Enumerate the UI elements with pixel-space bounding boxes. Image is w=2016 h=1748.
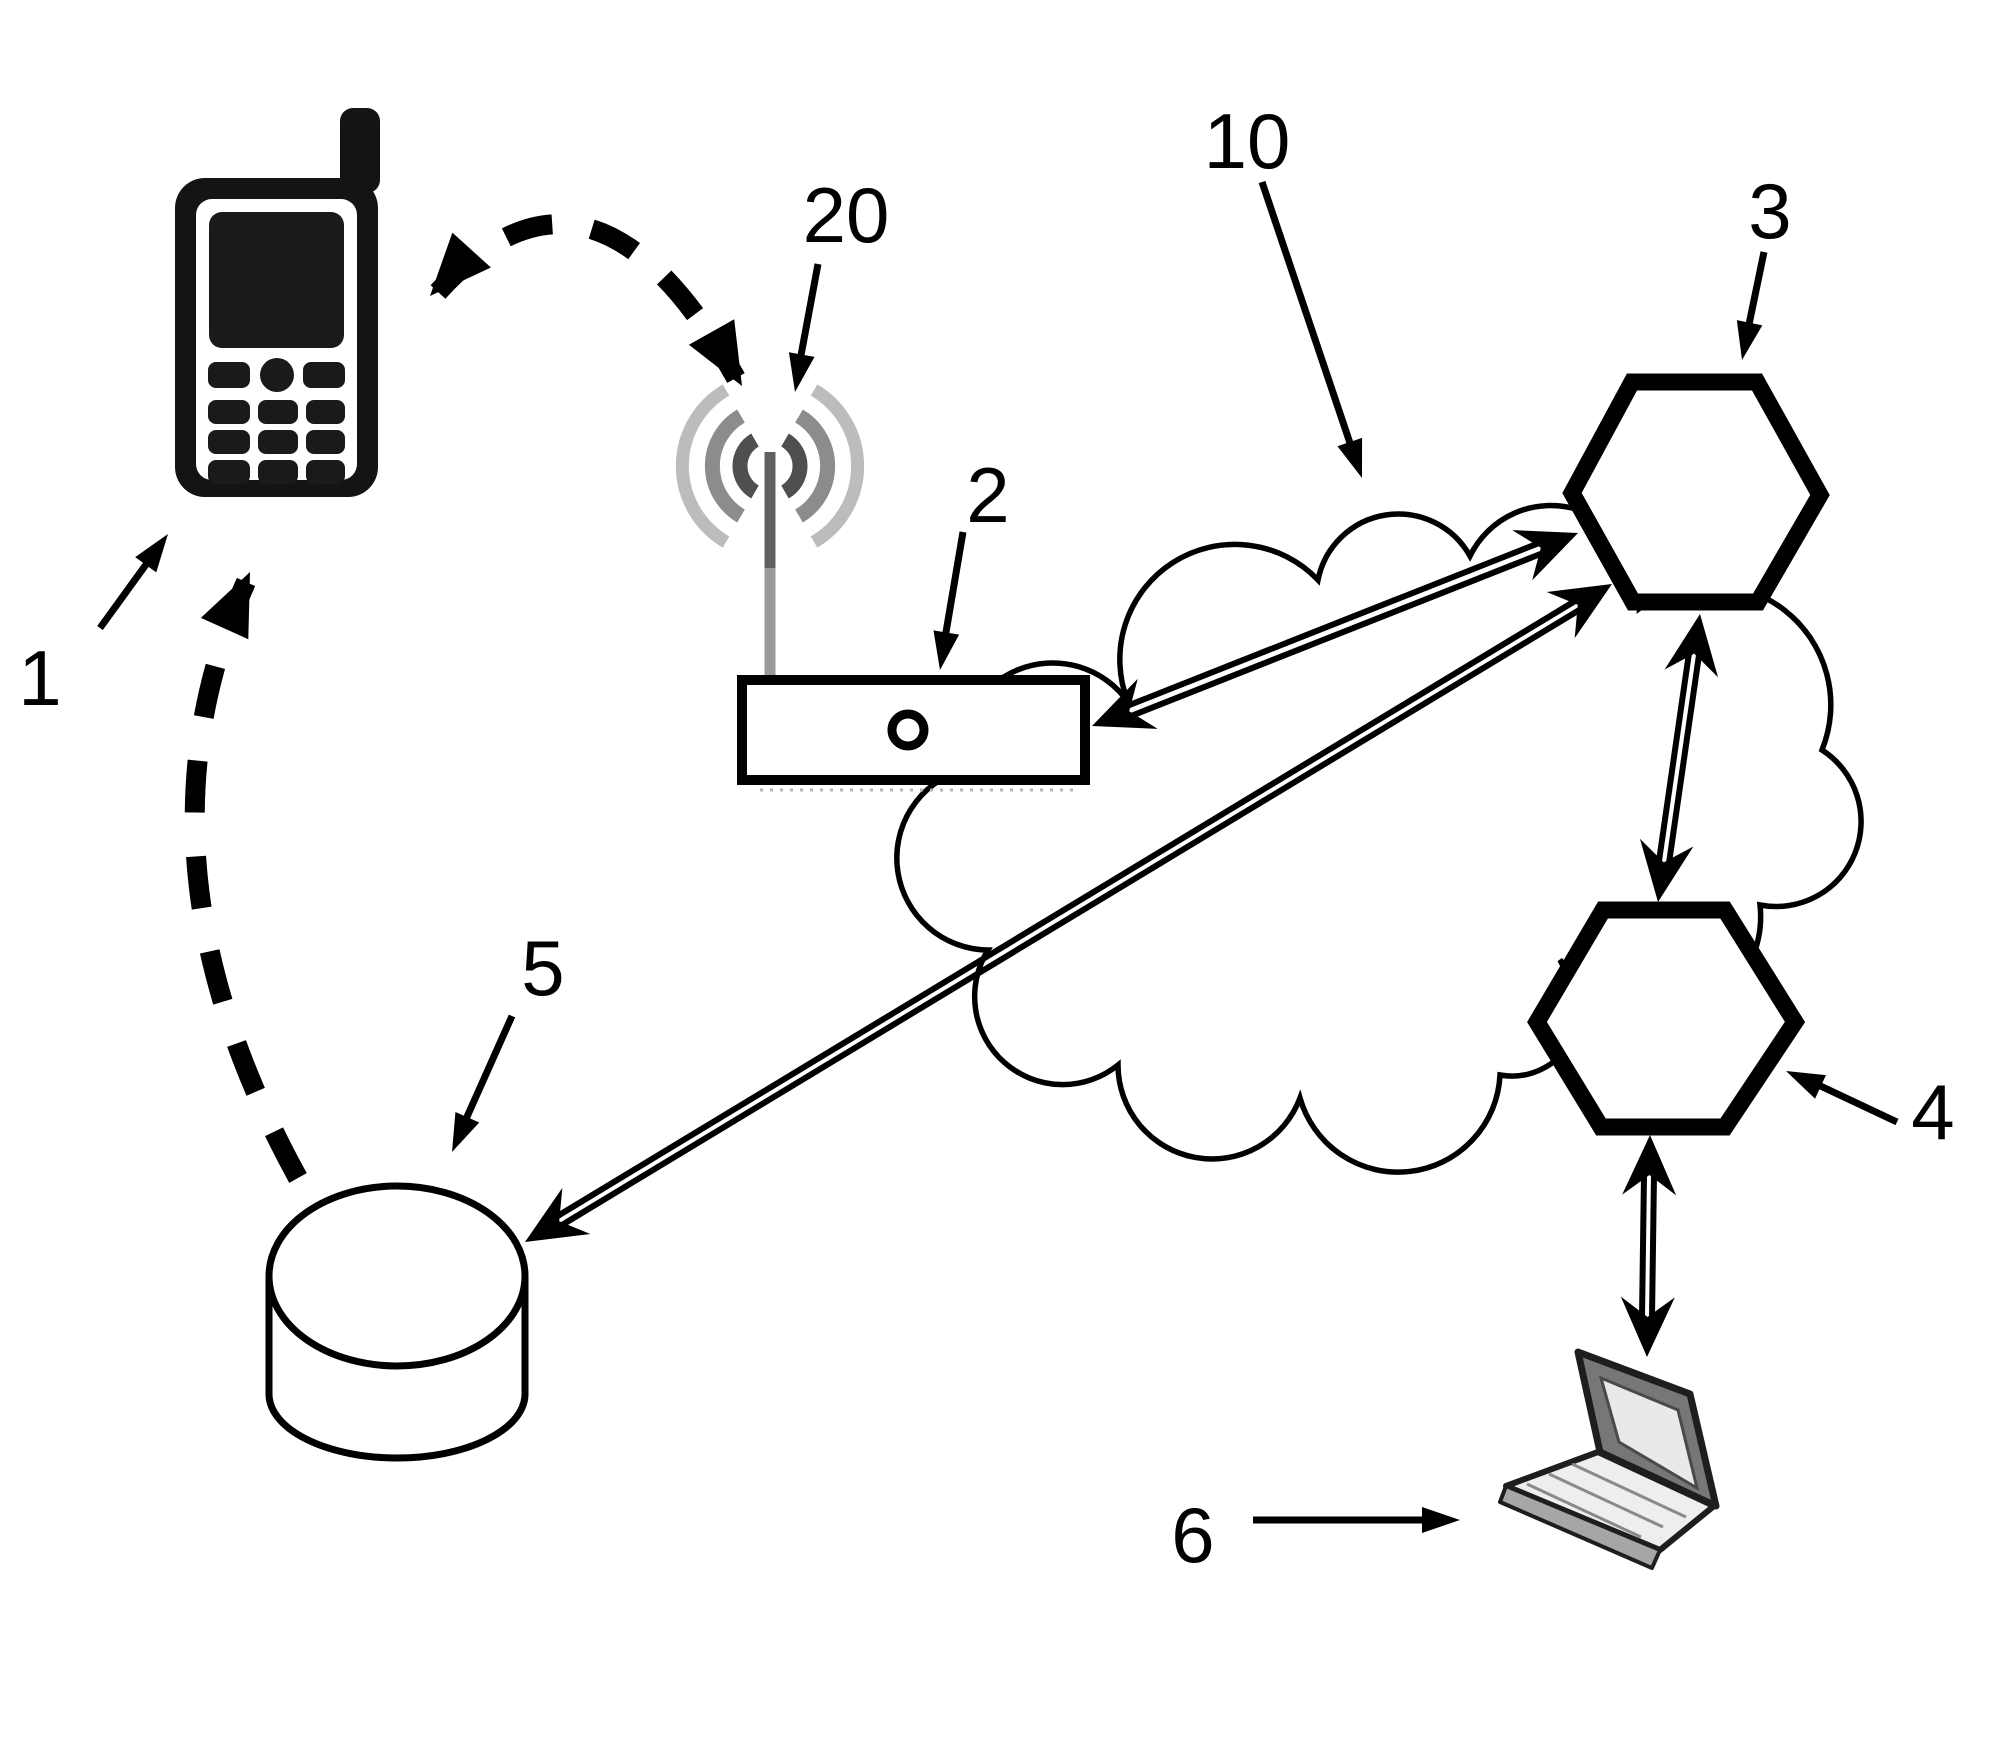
laptop-front-edge <box>1498 1484 1662 1570</box>
phone-key <box>208 362 250 388</box>
leader-arrowhead <box>1337 437 1363 478</box>
mobile-phone-icon <box>175 108 380 497</box>
leader-arrowhead <box>452 1111 480 1152</box>
label-group-router: 2 <box>933 451 1010 670</box>
leader-arrowhead <box>135 534 168 573</box>
phone-key <box>258 400 298 424</box>
dashed-arc <box>184 577 307 1183</box>
laptop-key-row <box>1548 1472 1664 1529</box>
router-box-icon <box>737 675 1090 792</box>
label-network: 10 <box>1204 97 1291 185</box>
label-group-laptop: 6 <box>1171 1491 1460 1579</box>
antenna-waves-icon <box>675 384 865 684</box>
label-server-b: 4 <box>1911 1068 1954 1156</box>
label-phone: 1 <box>18 634 61 722</box>
arrowhead <box>525 1187 591 1242</box>
arrowhead <box>1664 614 1719 678</box>
label-group-access-point: 20 <box>788 171 890 392</box>
connection-line <box>1666 654 1702 864</box>
router-indicator <box>887 709 929 751</box>
leader-arrowhead <box>933 630 960 670</box>
leader-line <box>1258 180 1357 454</box>
label-group-server-b: 4 <box>1786 1068 1955 1156</box>
label-laptop: 6 <box>1171 1491 1214 1579</box>
wireless-link-phone-ap <box>430 214 745 386</box>
connection-line <box>1649 1174 1657 1318</box>
radio-wave-arc <box>675 384 730 548</box>
label-server-a: 3 <box>1748 167 1791 255</box>
leader-arrowhead <box>788 352 815 392</box>
leader-line <box>458 1014 516 1130</box>
arrowhead <box>200 572 250 640</box>
connection-line <box>1656 652 1692 862</box>
leader-line <box>940 531 967 645</box>
dashed-arc <box>430 214 745 383</box>
cylinder-bottom <box>265 1393 529 1462</box>
radio-wave-arc <box>810 384 865 548</box>
radio-wave-arc <box>794 409 836 523</box>
phone-key <box>258 460 298 484</box>
label-router: 2 <box>966 451 1009 539</box>
connection-line <box>1129 550 1545 719</box>
leader-arrowhead <box>1786 1071 1826 1099</box>
leader-line <box>1810 1078 1899 1126</box>
phone-key <box>208 430 250 454</box>
connection-line <box>1639 1174 1647 1318</box>
laptop-icon <box>1498 1348 1720 1570</box>
wireless-link-database-phone <box>184 572 307 1183</box>
arrowhead <box>430 232 491 296</box>
label-group-server-a: 3 <box>1736 167 1792 360</box>
connection-server-server <box>1639 614 1719 902</box>
radio-wave-arc <box>732 433 760 499</box>
phone-nav-button <box>260 358 294 392</box>
connection-line <box>560 606 1583 1228</box>
leader-arrowhead <box>1736 320 1763 360</box>
arrowhead <box>1620 1296 1675 1357</box>
leader-line <box>1743 251 1768 335</box>
radio-wave-arc <box>780 433 808 499</box>
phone-key <box>258 430 298 454</box>
hexagon-3 <box>1562 373 1830 611</box>
arrowhead <box>1512 530 1578 581</box>
connection-line <box>554 598 1577 1220</box>
label-group-phone: 1 <box>18 534 168 722</box>
label-access-point: 20 <box>803 171 890 259</box>
connection-router-server <box>1092 530 1578 729</box>
phone-key <box>208 460 250 484</box>
phone-key <box>208 400 250 424</box>
phone-key <box>306 460 345 484</box>
connection-line <box>1125 540 1541 709</box>
phone-antenna-stub <box>340 108 380 193</box>
phone-key <box>303 362 345 388</box>
arrowhead <box>1092 678 1158 729</box>
database-cylinder-icon <box>265 1182 529 1462</box>
connection-server-database <box>525 584 1612 1242</box>
hexagon-node-icon-4 <box>1527 901 1806 1136</box>
phone-key <box>306 430 345 454</box>
laptop-screen <box>1598 1375 1700 1492</box>
arrowhead <box>1546 584 1612 639</box>
phone-key <box>306 400 345 424</box>
radio-wave-arc <box>704 409 746 523</box>
cylinder-top <box>265 1182 529 1370</box>
arrowhead <box>1639 838 1694 902</box>
hexagon-4 <box>1527 901 1806 1136</box>
leader-arrowhead <box>1422 1507 1460 1533</box>
leader-line <box>795 263 822 367</box>
laptop-key-row <box>1526 1482 1642 1539</box>
arrowhead <box>688 319 742 386</box>
connection-server-laptop <box>1620 1135 1677 1357</box>
hexagon-node-icon-3 <box>1562 373 1830 611</box>
phone-screen <box>209 212 344 348</box>
arrowhead <box>1622 1135 1677 1196</box>
label-database: 5 <box>521 924 564 1012</box>
laptop-key-row <box>1571 1462 1687 1519</box>
label-group-network: 10 <box>1204 97 1363 478</box>
label-group-database: 5 <box>452 924 565 1152</box>
